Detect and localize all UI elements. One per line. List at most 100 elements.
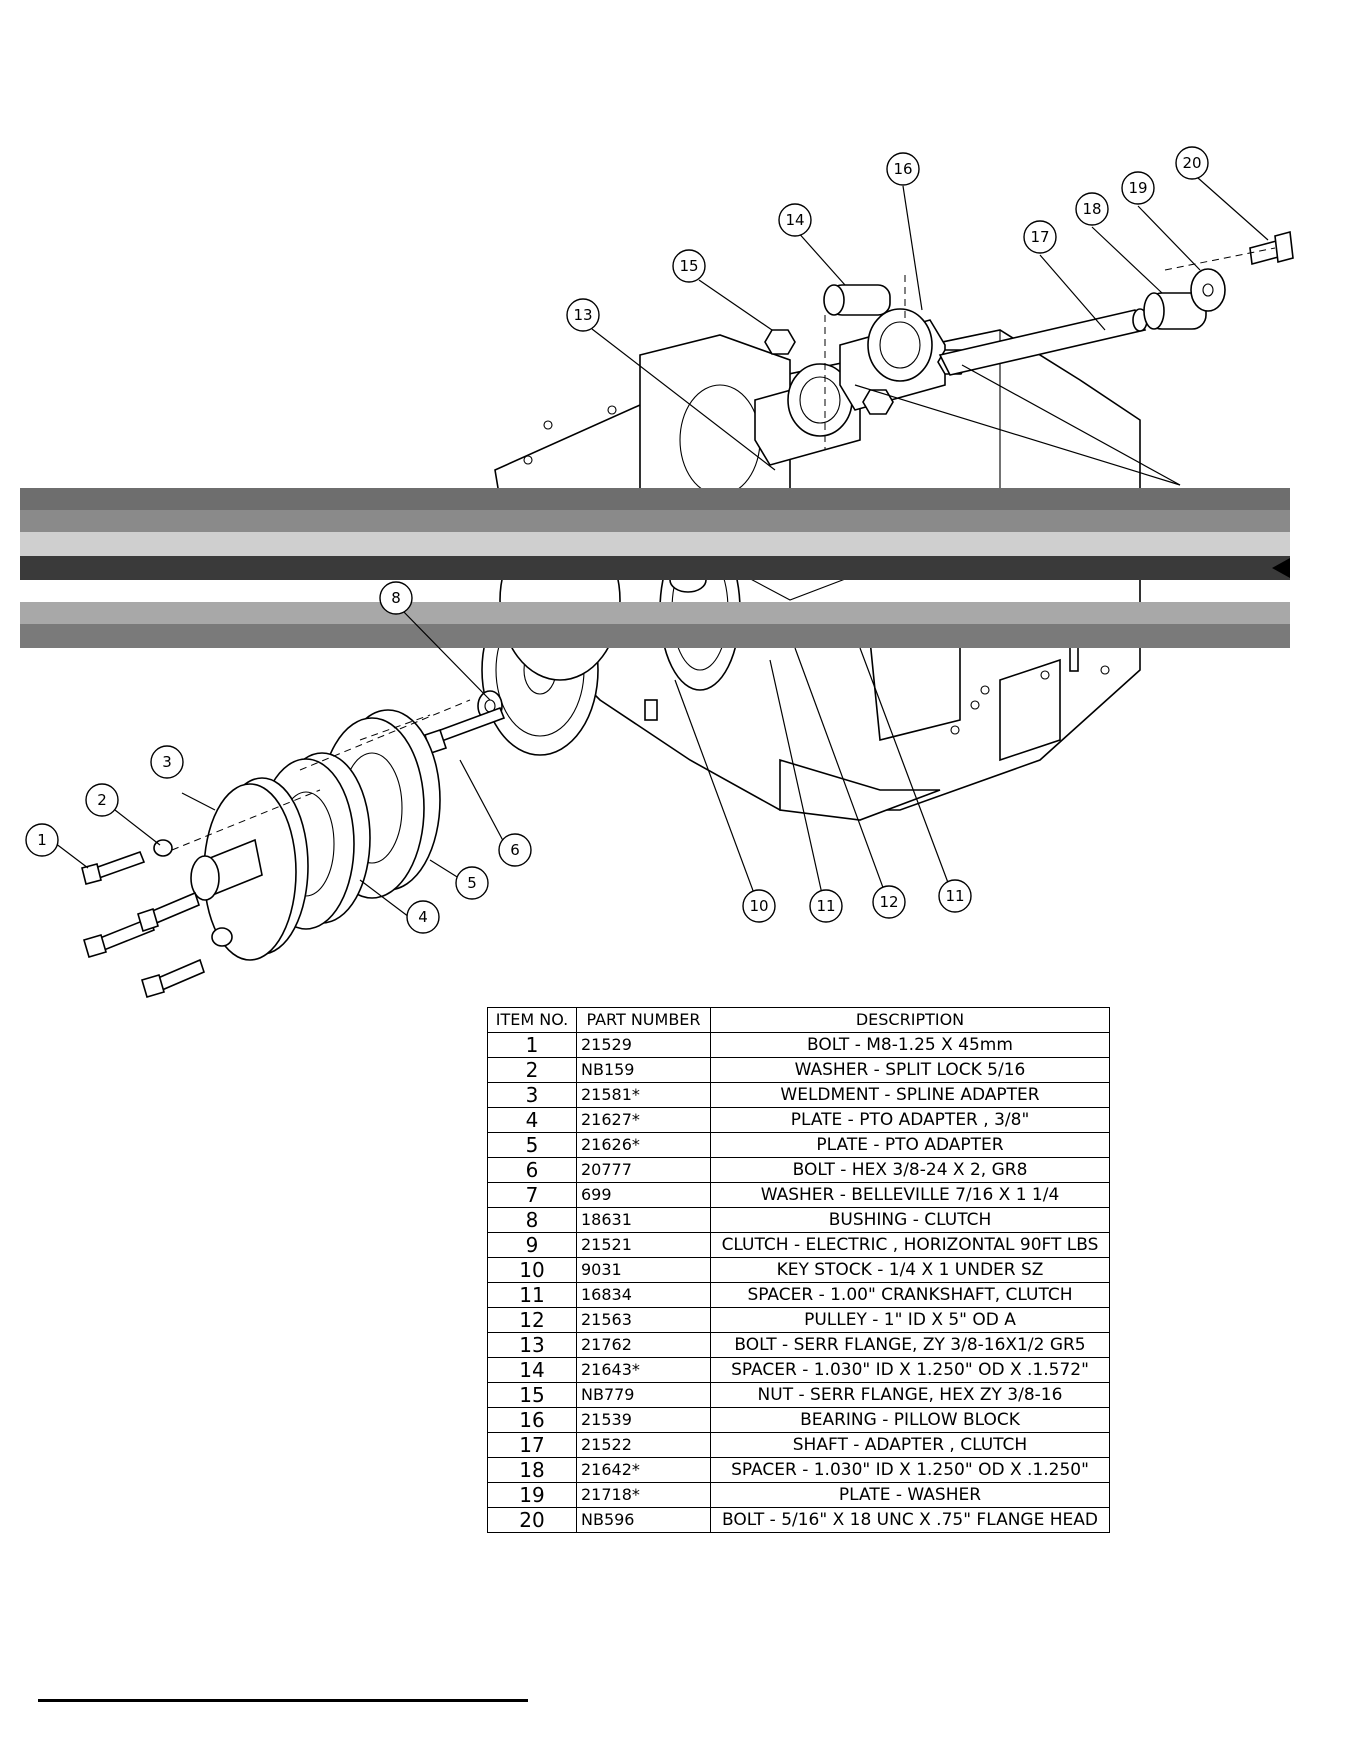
callout-19: 19 xyxy=(1121,171,1155,205)
callout-14: 14 xyxy=(778,203,812,237)
part-number-cell: 16834 xyxy=(576,1282,711,1308)
part-number-cell: 21529 xyxy=(576,1032,711,1058)
callout-label: 5 xyxy=(467,874,477,892)
callout-5: 5 xyxy=(455,866,489,900)
item-number-cell: 4 xyxy=(487,1107,577,1133)
table-header-row: ITEM NO. PART NUMBER DESCRIPTION xyxy=(487,1007,1110,1033)
spacer-18 xyxy=(1143,292,1207,330)
part-number-cell: NB779 xyxy=(576,1382,711,1408)
callout-label: 2 xyxy=(97,791,107,809)
callout-8: 8 xyxy=(379,581,413,615)
description-cell: BOLT - SERR FLANGE, ZY 3/8-16X1/2 GR5 xyxy=(710,1332,1110,1358)
callout-3: 3 xyxy=(150,745,184,779)
part-number-cell: 699 xyxy=(576,1182,711,1208)
callout-label: 14 xyxy=(785,211,804,229)
description-cell: PLATE - WASHER xyxy=(710,1482,1110,1508)
callout-11: 11 xyxy=(938,879,972,913)
column-header-part-number: PART NUMBER xyxy=(576,1007,711,1033)
part-number-cell: 21642* xyxy=(576,1457,711,1483)
callout-10: 10 xyxy=(742,889,776,923)
description-cell: WELDMENT - SPLINE ADAPTER xyxy=(710,1082,1110,1108)
callout-6: 6 xyxy=(498,833,532,867)
item-number-cell: 3 xyxy=(487,1082,577,1108)
callout-2: 2 xyxy=(85,783,119,817)
description-cell: PLATE - PTO ADAPTER , 3/8" xyxy=(710,1107,1110,1133)
callout-11: 11 xyxy=(809,889,843,923)
description-cell: SPACER - 1.030" ID X 1.250" OD X .1.572" xyxy=(710,1357,1110,1383)
item-number-cell: 6 xyxy=(487,1157,577,1183)
callout-18: 18 xyxy=(1075,192,1109,226)
item-number-cell: 1 xyxy=(487,1032,577,1058)
item-number-cell: 7 xyxy=(487,1182,577,1208)
item-number-cell: 17 xyxy=(487,1432,577,1458)
item-number-cell: 8 xyxy=(487,1207,577,1233)
description-cell: BEARING - PILLOW BLOCK xyxy=(710,1407,1110,1433)
description-cell: WASHER - SPLIT LOCK 5/16 xyxy=(710,1057,1110,1083)
footer-rule xyxy=(38,1699,528,1702)
callout-label: 4 xyxy=(418,908,428,926)
callout-12: 12 xyxy=(872,885,906,919)
description-cell: SPACER - 1.00" CRANKSHAFT, CLUTCH xyxy=(710,1282,1110,1308)
callout-label: 8 xyxy=(391,589,401,607)
part-number-cell: 21627* xyxy=(576,1107,711,1133)
part-number-cell: 21521 xyxy=(576,1232,711,1258)
column-header-description: DESCRIPTION xyxy=(710,1007,1110,1033)
part-number-cell: 21581* xyxy=(576,1082,711,1108)
pillow-block-bearings xyxy=(754,308,946,466)
part-number-cell: 21626* xyxy=(576,1132,711,1158)
item-number-cell: 5 xyxy=(487,1132,577,1158)
item-number-cell: 2 xyxy=(487,1057,577,1083)
callout-label: 16 xyxy=(893,160,912,178)
callout-label: 1 xyxy=(37,831,47,849)
description-cell: CLUTCH - ELECTRIC , HORIZONTAL 90FT LBS xyxy=(710,1232,1110,1258)
part-number-cell: 21718* xyxy=(576,1482,711,1508)
callout-label: 12 xyxy=(879,893,898,911)
spline-adapter-3 xyxy=(190,777,309,961)
description-cell: BUSHING - CLUTCH xyxy=(710,1207,1110,1233)
callout-label: 20 xyxy=(1182,154,1201,172)
part-number-cell: 21522 xyxy=(576,1432,711,1458)
bolt-20 xyxy=(1249,230,1294,266)
part-number-cell: 18631 xyxy=(576,1207,711,1233)
part-number-cell: NB159 xyxy=(576,1057,711,1083)
item-number-cell: 19 xyxy=(487,1482,577,1508)
callout-16: 16 xyxy=(886,152,920,186)
callout-17: 17 xyxy=(1023,220,1057,254)
callout-label: 11 xyxy=(945,887,964,905)
item-number-cell: 18 xyxy=(487,1457,577,1483)
item-number-cell: 14 xyxy=(487,1357,577,1383)
item-number-cell: 16 xyxy=(487,1407,577,1433)
description-cell: BOLT - HEX 3/8-24 X 2, GR8 xyxy=(710,1157,1110,1183)
description-cell: PULLEY - 1" ID X 5" OD A xyxy=(710,1307,1110,1333)
description-cell: SPACER - 1.030" ID X 1.250" OD X .1.250" xyxy=(710,1457,1110,1483)
description-cell: SHAFT - ADAPTER , CLUTCH xyxy=(710,1432,1110,1458)
redaction-bars xyxy=(20,488,1290,648)
part-number-cell: 9031 xyxy=(576,1257,711,1283)
callout-label: 13 xyxy=(573,306,592,324)
item-number-cell: 12 xyxy=(487,1307,577,1333)
callout-label: 11 xyxy=(816,897,835,915)
callout-label: 17 xyxy=(1030,228,1049,246)
item-number-cell: 11 xyxy=(487,1282,577,1308)
part-number-cell: 21539 xyxy=(576,1407,711,1433)
washer-19 xyxy=(1190,268,1226,312)
